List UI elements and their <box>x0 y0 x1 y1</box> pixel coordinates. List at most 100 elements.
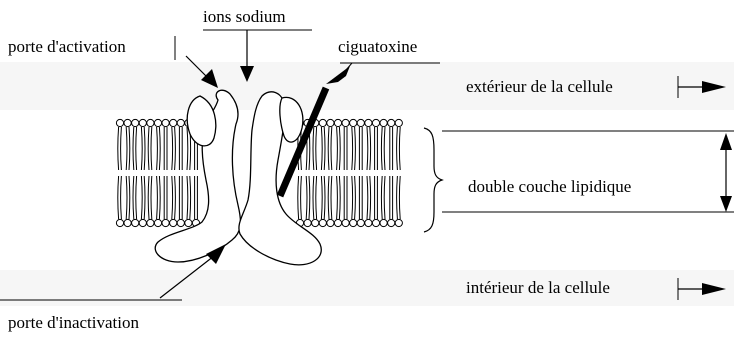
lipid-tail <box>352 176 353 219</box>
lipid-tail <box>298 176 299 219</box>
lipid-head <box>395 219 402 226</box>
lipid-tail <box>328 127 329 170</box>
ions-label: ions sodium <box>203 7 286 26</box>
lipid-head <box>334 119 341 126</box>
lipid-tail <box>331 176 332 219</box>
lipid-head <box>177 219 184 226</box>
lipid-head <box>162 119 169 126</box>
lipid-head <box>380 119 387 126</box>
lipid-tail <box>190 176 191 219</box>
lipid-tail <box>148 127 149 170</box>
sodium-channel-protein <box>155 90 321 265</box>
inside-band <box>0 270 734 306</box>
lipid-tail <box>121 176 122 219</box>
lipid-tail <box>126 176 127 219</box>
lipid-head <box>380 219 387 226</box>
lipid-head <box>177 119 184 126</box>
lipid-tail <box>313 127 314 170</box>
lipid-tail <box>136 127 137 170</box>
lipid-tail <box>121 127 122 170</box>
lipid-head <box>327 219 334 226</box>
lipid-tail <box>331 127 332 170</box>
lipid-tail <box>157 127 158 170</box>
lipid-head <box>170 219 177 226</box>
lipid-head <box>124 219 131 226</box>
lipid-head <box>304 219 311 226</box>
lipid-head <box>154 219 161 226</box>
lipid-tail <box>339 127 340 170</box>
lipid-head <box>312 219 319 226</box>
lipid-head <box>185 219 192 226</box>
lipid-head <box>372 119 379 126</box>
lipid-tail <box>133 176 134 219</box>
lipid-head <box>139 119 146 126</box>
lipid-tail <box>355 176 356 219</box>
lipid-head <box>342 219 349 226</box>
lipid-head <box>365 219 372 226</box>
lipid-tail <box>339 176 340 219</box>
bilayer-span-arrowhead-top <box>720 133 732 150</box>
lipid-head <box>147 119 154 126</box>
lipid-tail <box>384 127 385 170</box>
outside-label: extérieur de la cellule <box>466 77 613 96</box>
lipid-tail <box>397 176 398 219</box>
lipid-head <box>162 219 169 226</box>
lipid-tail <box>151 176 152 219</box>
lipid-tail <box>324 176 325 219</box>
lipid-tail <box>321 127 322 170</box>
lipid-tail <box>337 127 338 170</box>
lipid-tail <box>172 127 173 170</box>
lipid-tail <box>355 127 356 170</box>
lipid-tail <box>151 127 152 170</box>
lipid-tail <box>129 176 130 219</box>
lipid-tail <box>367 127 368 170</box>
lipid-tail <box>306 176 307 219</box>
lipid-tail <box>141 127 142 170</box>
lipid-head <box>116 119 123 126</box>
lipid-head <box>132 219 139 226</box>
lipid-tail <box>316 176 317 219</box>
lipid-tail <box>144 127 145 170</box>
lipid-head <box>139 219 146 226</box>
bilayer-label: double couche lipidique <box>468 177 631 196</box>
lipid-tail <box>126 127 127 170</box>
lipid-tail <box>367 176 368 219</box>
lipid-tail <box>133 127 134 170</box>
lipid-head <box>170 119 177 126</box>
lipid-head <box>116 219 123 226</box>
lipid-tail <box>148 176 149 219</box>
lipid-tail <box>381 127 382 170</box>
lipid-tail <box>384 176 385 219</box>
lipid-tail <box>144 176 145 219</box>
toxin-label: ciguatoxine <box>338 37 417 56</box>
inside-label: intérieur de la cellule <box>466 278 610 297</box>
lipid-tail <box>324 127 325 170</box>
lipid-tail <box>337 176 338 219</box>
lipid-tail <box>397 127 398 170</box>
lipid-head <box>350 219 357 226</box>
lipid-tail <box>129 127 130 170</box>
inactivation-gate-label: porte d'inactivation <box>8 313 139 332</box>
lipid-tail <box>316 127 317 170</box>
lipid-head <box>319 119 326 126</box>
lipid-head <box>395 119 402 126</box>
lipid-head <box>132 119 139 126</box>
bilayer-span-arrowhead-bottom <box>720 196 732 212</box>
lipid-head <box>319 219 326 226</box>
lipid-head <box>357 219 364 226</box>
lipid-tail <box>172 176 173 219</box>
lipid-tail <box>187 127 188 170</box>
lipid-tail <box>381 176 382 219</box>
lipid-tail <box>118 127 119 170</box>
lipid-head <box>327 119 334 126</box>
lipid-tail <box>159 176 160 219</box>
outside-band <box>0 62 734 110</box>
lipid-tail <box>136 176 137 219</box>
lipid-tail <box>328 176 329 219</box>
lipid-head <box>372 219 379 226</box>
lipid-head <box>350 119 357 126</box>
lipid-tail <box>157 176 158 219</box>
bilayer-brace <box>424 128 442 232</box>
